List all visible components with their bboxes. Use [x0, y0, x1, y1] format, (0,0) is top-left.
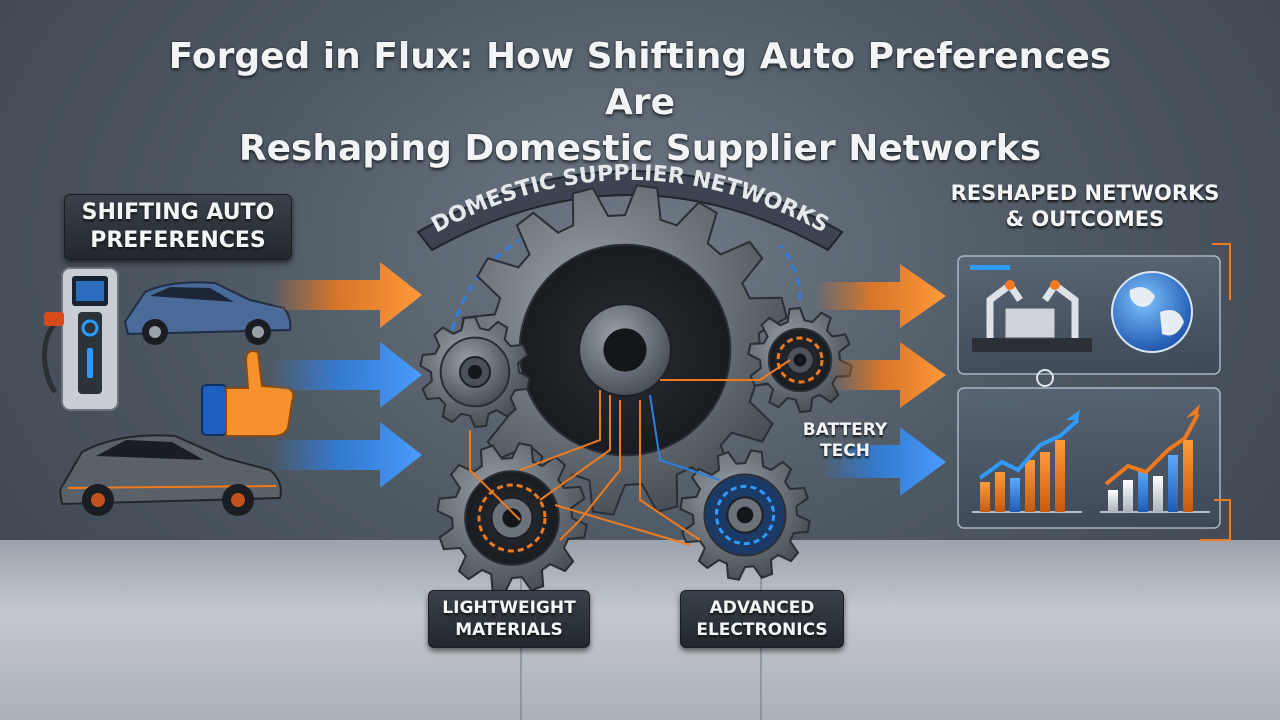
- sedan-icon: [58, 434, 282, 516]
- bar-chart-icon: [1100, 440, 1210, 513]
- trend-arrow-icon: [1066, 410, 1080, 420]
- gear-icon: [679, 449, 811, 581]
- page-title: Forged in Flux: How Shifting Auto Prefer…: [140, 34, 1140, 172]
- flow-arc: [778, 244, 802, 301]
- arrow-icon: [270, 422, 422, 488]
- arrow-icon: [270, 262, 422, 328]
- floor: [0, 540, 1280, 720]
- advanced-electronics-line-1: ADVANCED: [709, 598, 815, 618]
- thumbs-up-icon: [201, 350, 295, 437]
- trend-arrow-icon: [978, 418, 1080, 480]
- car-icon: [123, 281, 292, 345]
- battery-tech-line-2: TECH: [820, 441, 870, 461]
- trend-arrow-icon: [1104, 413, 1200, 486]
- advanced-electronics-line-2: ELECTRONICS: [696, 620, 828, 640]
- lightweight-materials-label: LIGHTWEIGHT MATERIALS: [428, 590, 590, 648]
- bar-chart-icon: [972, 440, 1082, 513]
- panel-accent: [970, 265, 1010, 270]
- panel-accent: [1200, 499, 1231, 541]
- reshaped-networks-line-2: & OUTCOMES: [1005, 207, 1165, 231]
- battery-tech-label: BATTERY TECH: [785, 420, 905, 462]
- reshaped-networks-line-1: RESHAPED NETWORKS: [950, 181, 1220, 205]
- connector-node: [1036, 369, 1054, 387]
- panel-accent: [1212, 243, 1231, 300]
- arrow-icon: [820, 427, 946, 496]
- shifting-preferences-line-1: SHIFTING AUTO: [81, 200, 275, 225]
- gear-icon: [747, 306, 853, 414]
- gear-icon: [459, 184, 791, 516]
- arrow-icon: [270, 342, 422, 408]
- shifting-preferences-label: SHIFTING AUTO PREFERENCES: [64, 194, 292, 260]
- gear-icon: [419, 315, 531, 429]
- arrow-icon: [830, 342, 946, 408]
- gear-icon: [436, 442, 588, 594]
- trend-arrow-icon: [1186, 404, 1200, 418]
- lightweight-materials-line-1: LIGHTWEIGHT: [442, 598, 576, 618]
- shifting-preferences-line-2: PREFERENCES: [90, 228, 266, 253]
- reshaped-networks-label: RESHAPED NETWORKS & OUTCOMES: [920, 180, 1250, 232]
- title-line-2: Reshaping Domestic Supplier Networks: [238, 128, 1042, 169]
- arrow-icon: [815, 264, 946, 328]
- title-line-1: Forged in Flux: How Shifting Auto Prefer…: [168, 36, 1112, 123]
- ev-charger-icon: [42, 267, 119, 411]
- globe-icon: [1111, 271, 1193, 353]
- gear-cluster: [419, 184, 853, 594]
- circuit-traces: [469, 359, 791, 546]
- battery-tech-line-1: BATTERY: [802, 420, 888, 440]
- robot-arm-icon: [972, 279, 1092, 352]
- lightweight-materials-line-2: MATERIALS: [455, 620, 563, 640]
- arc-banner: [416, 170, 844, 252]
- advanced-electronics-label: ADVANCED ELECTRONICS: [680, 590, 844, 648]
